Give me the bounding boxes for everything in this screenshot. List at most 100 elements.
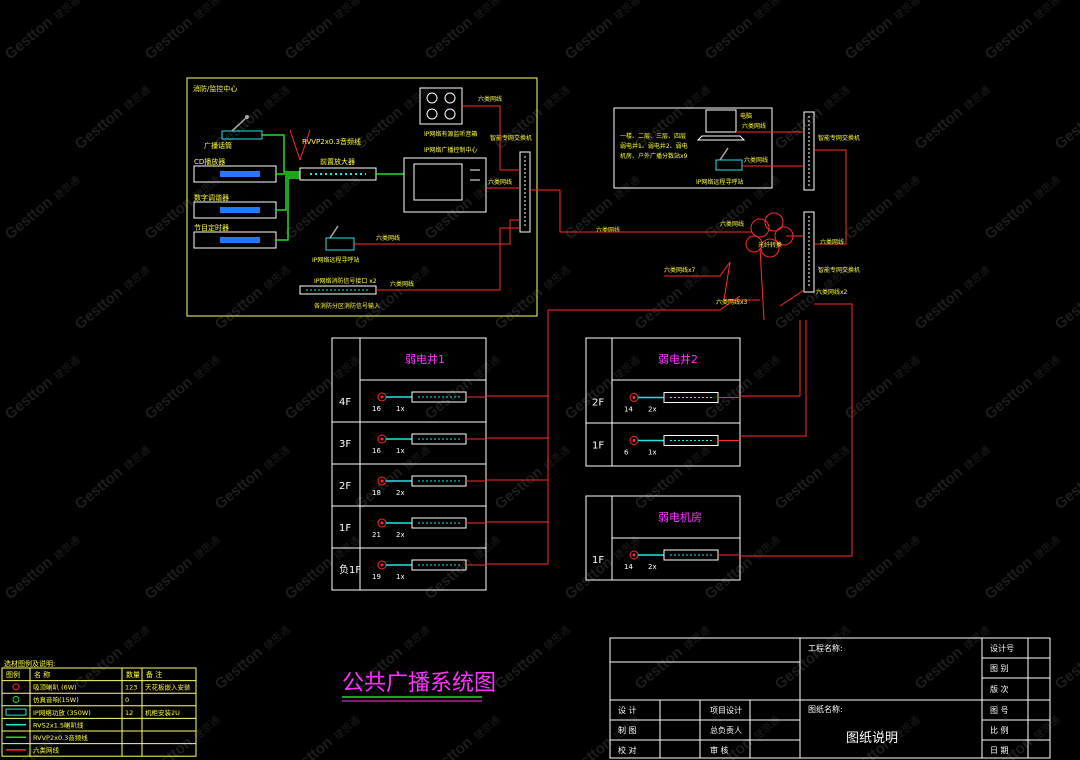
legend-header: 名 称 [34, 670, 50, 679]
title-block [609, 637, 1051, 759]
cd-player-device [193, 165, 277, 183]
audio-wiring [262, 129, 311, 241]
legend-speaker-icon [12, 683, 20, 691]
machine_room-title: 弱电机房 [658, 510, 702, 524]
watermark-brand: Gestton [982, 374, 1036, 423]
control-center-device [403, 157, 487, 213]
remote-paging-icon [715, 147, 743, 171]
cable-label-c: 六类网线 [376, 234, 400, 242]
speaker-count: 6 [624, 449, 629, 457]
floor-label: 1F [339, 523, 351, 534]
watermark-cn: 捷思通 [331, 713, 362, 742]
watermark-brand: Gestton [422, 734, 476, 760]
watermark-brand: Gestton [212, 644, 266, 693]
network-switch-device [519, 151, 531, 233]
network-cables-remote [530, 131, 847, 321]
watermark-cn: 捷思通 [331, 353, 362, 382]
remote-cable-x2: 六类网线x2 [816, 288, 848, 296]
watermark-cn: 捷思通 [471, 353, 502, 382]
watermark-cn: 捷思通 [611, 353, 642, 382]
floor-label: 1F [592, 555, 604, 566]
speaker-count: 16 [372, 447, 381, 455]
watermark-cn: 捷思通 [471, 0, 502, 22]
floor-label: 2F [339, 481, 351, 492]
speaker-count: 18 [372, 489, 381, 497]
speaker-count: 14 [624, 563, 633, 571]
category-label: 图 别 [990, 664, 1009, 673]
watermark-cn: 捷思通 [611, 0, 642, 22]
watermark-cn: 捷思通 [961, 263, 992, 292]
amp-count: 1x [396, 405, 405, 413]
watermark-brand: Gestton [492, 644, 546, 693]
watermark-brand: Gestton [72, 284, 126, 333]
watermark-cn: 捷思通 [891, 173, 922, 202]
digital-tuner-device [193, 201, 277, 219]
watermark-cn: 捷思通 [1031, 0, 1062, 22]
watermark-cn: 捷思通 [821, 83, 852, 112]
switch-bottom-device [803, 211, 815, 293]
watermark-brand: Gestton [842, 374, 896, 423]
fire-input-label: 各消防分区消防信号输入 [314, 302, 380, 310]
drawing-name-label: 图纸名称: [808, 704, 843, 714]
design-no-label: 设计号 [990, 643, 1014, 653]
computer-label: 电脑 [740, 112, 752, 120]
watermark-brand: Gestton [1052, 644, 1080, 693]
fire-interface-label: IP网络消防信号接口 x2 [314, 277, 377, 285]
shaft2-title: 弱电井2 [658, 352, 698, 366]
title-block-text: 工程名称: 图纸名称: 图纸说明 设计号 图 别 版 次 图 号 比 例 日 期… [618, 643, 1014, 755]
watermark-cn: 捷思通 [1031, 713, 1062, 742]
remote-cable-2: 六类网线 [744, 156, 768, 164]
review-label: 审 核 [710, 745, 729, 755]
amp-count: 2x [396, 489, 405, 497]
floor-label: 2F [592, 398, 604, 409]
cable-label-a: 六类网线 [478, 95, 502, 103]
paging-mic-label: IP网络远程寻呼站 [312, 256, 359, 264]
project-name-label: 工程名称: [808, 643, 843, 653]
paging-mic-icon [325, 225, 355, 251]
watermark-brand: Gestton [2, 554, 56, 603]
legend-item-name: IP网络功放 (350W) [33, 708, 91, 717]
ceiling-speaker-dot [380, 437, 384, 441]
cd-player-label: CD播放器 [194, 157, 225, 166]
legend-item-qty: 123 [125, 684, 137, 692]
remote-room-frame [613, 107, 773, 189]
remote-paging-label: IP网络远程寻呼站 [696, 178, 743, 186]
watermark-cn: 捷思通 [121, 83, 152, 112]
watermark-brand: Gestton [982, 14, 1036, 63]
watermark-brand: Gestton [422, 554, 476, 603]
pre-amp-label: 前置放大器 [320, 157, 355, 166]
diagram-title: 公共广播系统图 [342, 671, 496, 696]
design-label: 设 计 [618, 705, 637, 715]
watermark-cn: 捷思通 [331, 0, 362, 22]
watermark-cn: 捷思通 [261, 263, 292, 292]
watermark-brand: Gestton [982, 554, 1036, 603]
fiber-label: 光纤转换 [758, 241, 782, 249]
watermark-cn: 捷思通 [121, 623, 152, 652]
ceiling-speaker-dot [380, 395, 384, 399]
switch-top-label: 智能专网交换机 [818, 134, 860, 142]
watermark-brand: Gestton [72, 464, 126, 513]
